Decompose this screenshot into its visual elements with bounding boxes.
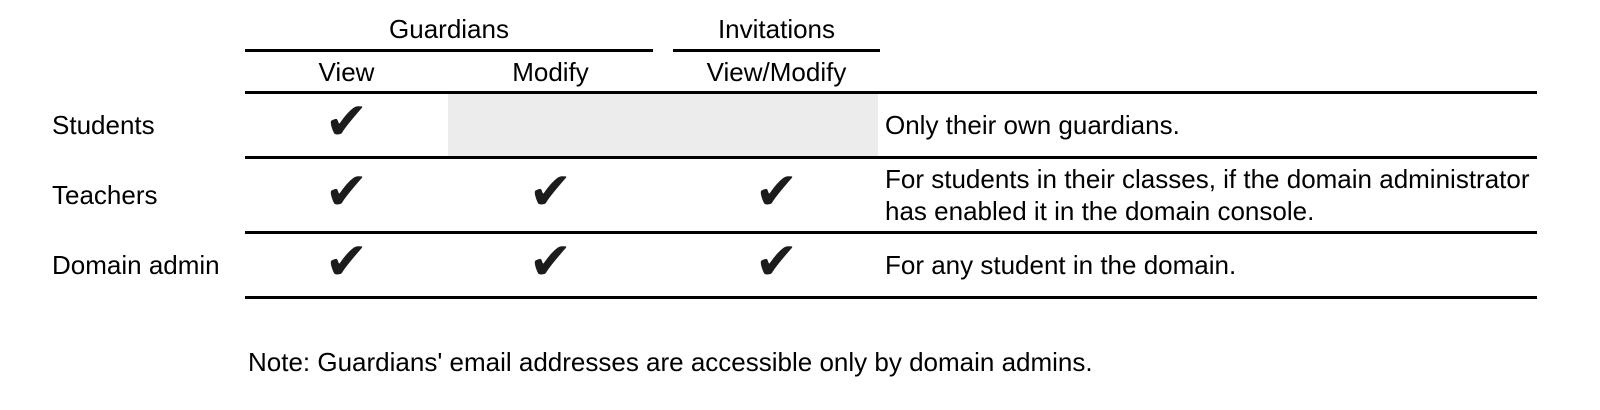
check-icon: ✔ bbox=[324, 162, 369, 222]
teachers-invitations-view-modify-cell: ✔ bbox=[673, 159, 880, 231]
row-label-teachers: Teachers bbox=[52, 159, 242, 231]
footnote: Note: Guardians' email addresses are acc… bbox=[248, 347, 1093, 377]
students-row-divider-line bbox=[245, 156, 1537, 159]
guardians-underline bbox=[245, 49, 653, 52]
domain-admin-annotation: For any student in the domain. bbox=[885, 234, 1545, 296]
students-no-permission-shaded-cell bbox=[448, 94, 878, 156]
domain-admin-row-divider-line bbox=[245, 296, 1537, 299]
column-header-view: View bbox=[318, 57, 375, 87]
column-group-label-guardians: Guardians bbox=[389, 14, 509, 44]
domain-admin-guardians-view-cell: ✔ bbox=[245, 234, 448, 296]
annotation-text: For students in their classes, if the do… bbox=[885, 164, 1530, 226]
students-guardians-view-cell: ✔ bbox=[245, 94, 448, 156]
teachers-annotation: For students in their classes, if the do… bbox=[885, 159, 1545, 231]
students-annotation: Only their own guardians. bbox=[885, 94, 1545, 156]
row-label-text: Students bbox=[52, 109, 155, 140]
teachers-guardians-modify-cell: ✔ bbox=[448, 159, 653, 231]
header-divider-line bbox=[245, 91, 1537, 94]
column-header-view-modify: View/Modify bbox=[706, 57, 847, 87]
row-label-text: Teachers bbox=[52, 179, 158, 210]
check-icon: ✔ bbox=[754, 232, 799, 292]
check-icon: ✔ bbox=[528, 232, 573, 292]
column-header-modify: Modify bbox=[512, 57, 589, 87]
check-icon: ✔ bbox=[754, 162, 799, 222]
row-label-domain-admin: Domain admin bbox=[52, 234, 242, 296]
check-icon: ✔ bbox=[528, 162, 573, 222]
teachers-row-divider-line bbox=[245, 231, 1537, 234]
domain-admin-guardians-modify-cell: ✔ bbox=[448, 234, 653, 296]
invitations-underline bbox=[673, 49, 880, 52]
annotation-text: Only their own guardians. bbox=[885, 110, 1180, 140]
teachers-guardians-view-cell: ✔ bbox=[245, 159, 448, 231]
row-label-students: Students bbox=[52, 94, 242, 156]
annotation-text: For any student in the domain. bbox=[885, 250, 1237, 280]
column-group-label-invitations: Invitations bbox=[717, 14, 836, 44]
domain-admin-invitations-view-modify-cell: ✔ bbox=[673, 234, 880, 296]
check-icon: ✔ bbox=[324, 232, 369, 292]
row-label-text: Domain admin bbox=[52, 249, 220, 280]
check-icon: ✔ bbox=[324, 92, 369, 152]
